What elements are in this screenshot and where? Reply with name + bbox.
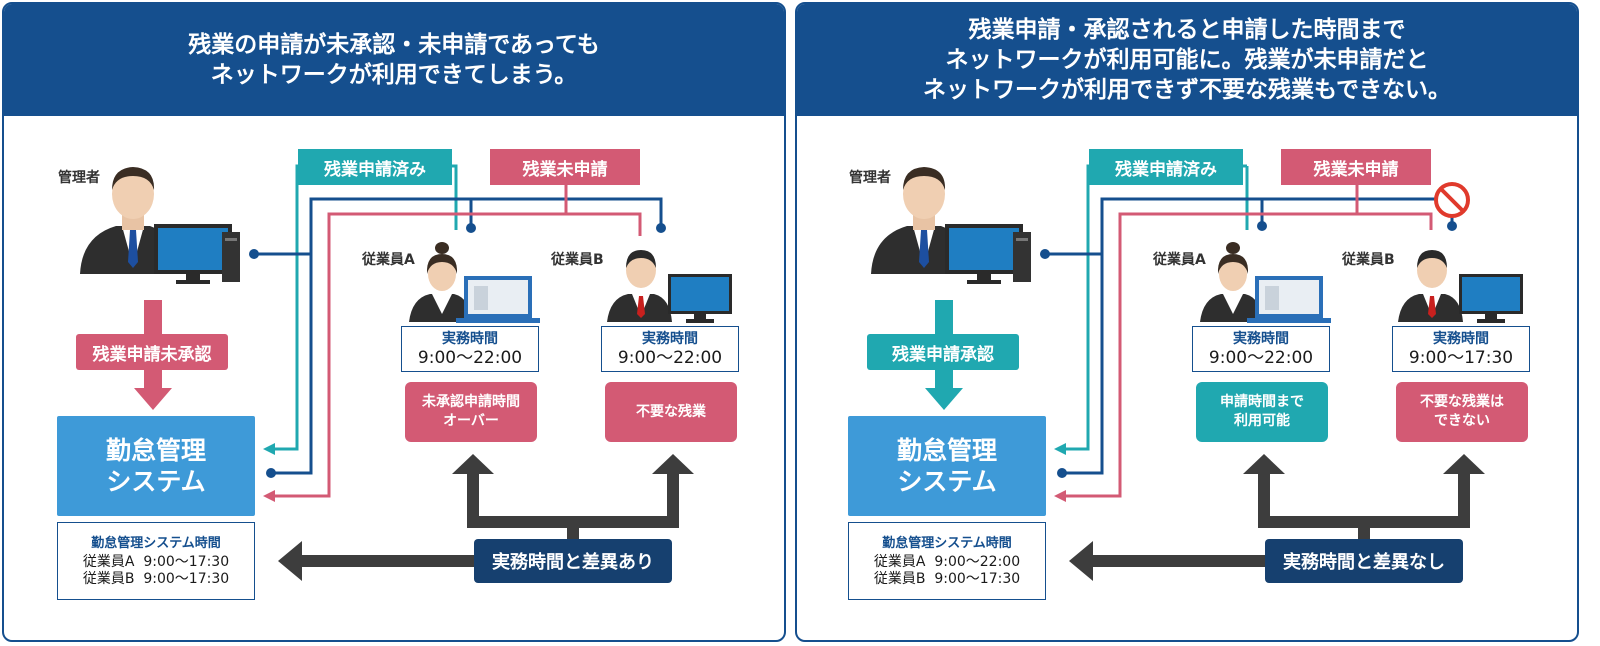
right-employee-a-work-time: 9:00～22:00 <box>1208 347 1314 368</box>
right-approval-arrowhead <box>925 388 963 410</box>
left-employee-b-work-time: 9:00～22:00 <box>617 347 723 368</box>
right-title-line-3: ネットワークが利用できず不要な残業もできない。 <box>922 77 1452 103</box>
left-employee-b-label: 従業員B <box>551 252 604 268</box>
left-system-box: 勤怠管理 システム <box>57 416 255 516</box>
left-employee-b-result-line-1: 不要な残業 <box>636 403 706 420</box>
right-employee-b-work-time: 9:00～17:30 <box>1408 347 1514 368</box>
left-diff-arrows <box>278 454 694 581</box>
left-employee-b-workbox: 実務時間 9:00～22:00 <box>601 326 739 372</box>
right-tag-applied: 残業申請済み <box>1089 149 1243 185</box>
right-employee-a-result-line-2: 利用可能 <box>1234 413 1290 429</box>
right-employee-a-result-line-1: 申請時間まで <box>1220 394 1304 410</box>
right-employee-a-workbox: 実務時間 9:00～22:00 <box>1192 326 1330 372</box>
right-employee-b-result-line-2: できない <box>1434 413 1490 429</box>
right-approval-label: 残業申請承認 <box>867 334 1019 370</box>
right-pink-line-b <box>1357 212 1433 230</box>
right-prohibited-icon <box>1434 182 1470 218</box>
left-title-line-1: 残業の申請が未承認・未申請であっても <box>188 32 600 58</box>
left-navy-line-main <box>271 197 663 475</box>
right-title-line-2: ネットワークが利用可能に。残業が未申請だと <box>945 47 1429 73</box>
right-employee-a-icon <box>1200 242 1331 323</box>
left-employee-a-workbox: 実務時間 9:00～22:00 <box>401 326 539 372</box>
right-title-line-1: 残業申請・承認されると申請した時間まで <box>968 17 1406 43</box>
left-manager-computer-icon <box>154 224 240 284</box>
right-dot-emp-a <box>1257 221 1267 231</box>
left-approval-arrowhead <box>134 388 172 410</box>
left-employee-a-icon <box>409 242 540 323</box>
left-employee-b-icon <box>607 250 732 323</box>
right-panel: 残業申請・承認されると申請した時間まで ネットワークが利用可能に。残業が未申請だ… <box>795 2 1579 642</box>
left-system-time-row-a: 従業員A 9:00～17:30 <box>82 554 230 570</box>
right-employee-a-work-title: 実務時間 <box>1233 330 1289 347</box>
right-employee-b-work-title: 実務時間 <box>1433 330 1489 347</box>
right-employee-b-workbox: 実務時間 9:00～17:30 <box>1392 326 1530 372</box>
left-pink-line <box>270 184 568 498</box>
left-employee-a-work-title: 実務時間 <box>442 330 498 347</box>
right-employee-a-result: 申請時間まで 利用可能 <box>1196 382 1328 442</box>
left-dot-emp-a <box>466 223 476 233</box>
left-employee-a-result-line-2: オーバー <box>443 413 499 429</box>
left-title-line-2: ネットワークが利用できてしまう。 <box>210 62 578 88</box>
left-tag-applied: 残業申請済み <box>298 149 452 185</box>
left-dot-manager <box>249 249 259 259</box>
left-manager-label: 管理者 <box>58 170 100 186</box>
right-pink-line <box>1061 184 1359 498</box>
left-employee-b-work-title: 実務時間 <box>642 330 698 347</box>
right-tag-not-applied: 残業未申請 <box>1281 149 1431 185</box>
right-employee-b-result-line-1: 不要な残業は <box>1420 394 1504 410</box>
left-diff-label: 実務時間と差異あり <box>474 539 672 583</box>
left-tag-not-applied: 残業未申請 <box>490 149 640 185</box>
right-system-line-2: システム <box>897 467 997 496</box>
right-employee-b-label: 従業員B <box>1342 252 1395 268</box>
left-employee-b-result: 不要な残業 <box>605 382 737 442</box>
right-employee-a-label: 従業員A <box>1153 252 1206 268</box>
right-system-time-row-b: 従業員B 9:00～17:30 <box>873 571 1021 587</box>
right-employee-b-icon <box>1398 250 1523 323</box>
left-employee-a-work-time: 9:00～22:00 <box>417 347 523 368</box>
left-dot-emp-b <box>656 223 666 233</box>
left-system-line-1: 勤怠管理 <box>105 436 206 465</box>
left-pink-line-b <box>566 212 642 236</box>
left-employee-a-result-line-1: 未承認申請時間 <box>422 394 520 410</box>
right-system-time-box: 勤怠管理システム時間 従業員A 9:00～22:00 従業員B 9:00～17:… <box>848 522 1046 600</box>
left-dot-system <box>266 468 276 478</box>
right-dot-manager <box>1040 249 1050 259</box>
right-system-time-title: 勤怠管理システム時間 <box>882 536 1012 551</box>
left-diagram-graphics <box>80 164 732 581</box>
left-system-time-row-b: 従業員B 9:00～17:30 <box>82 571 230 587</box>
right-diff-arrows <box>1069 454 1485 581</box>
right-teal-arrowhead <box>1054 443 1066 455</box>
left-panel-header: 残業の申請が未承認・未申請であっても ネットワークが利用できてしまう。 <box>4 4 784 116</box>
left-approval-label: 残業申請未承認 <box>76 334 228 370</box>
right-diff-label: 実務時間と差異なし <box>1265 539 1463 583</box>
right-dot-system <box>1057 468 1067 478</box>
right-system-time-row-a: 従業員A 9:00～22:00 <box>873 554 1021 570</box>
right-pink-arrowhead <box>1054 490 1066 502</box>
left-pink-arrowhead <box>263 490 275 502</box>
right-manager-computer-icon <box>945 224 1031 284</box>
left-system-time-title: 勤怠管理システム時間 <box>91 536 221 551</box>
left-panel: 残業の申請が未承認・未申請であっても ネットワークが利用できてしまう。 <box>2 2 786 642</box>
left-system-time-box: 勤怠管理システム時間 従業員A 9:00～17:30 従業員B 9:00～17:… <box>57 522 255 600</box>
right-panel-header: 残業申請・承認されると申請した時間まで ネットワークが利用可能に。残業が未申請だ… <box>797 4 1577 116</box>
left-teal-arrowhead <box>263 443 275 455</box>
left-employee-a-label: 従業員A <box>362 252 415 268</box>
right-system-line-1: 勤怠管理 <box>896 436 997 465</box>
right-system-box: 勤怠管理 システム <box>848 416 1046 516</box>
left-employee-a-result: 未承認申請時間 オーバー <box>405 382 537 442</box>
right-employee-b-result: 不要な残業は できない <box>1396 382 1528 442</box>
right-dot-emp-b <box>1447 221 1457 231</box>
left-system-line-2: システム <box>106 467 206 496</box>
right-manager-label: 管理者 <box>849 170 891 186</box>
